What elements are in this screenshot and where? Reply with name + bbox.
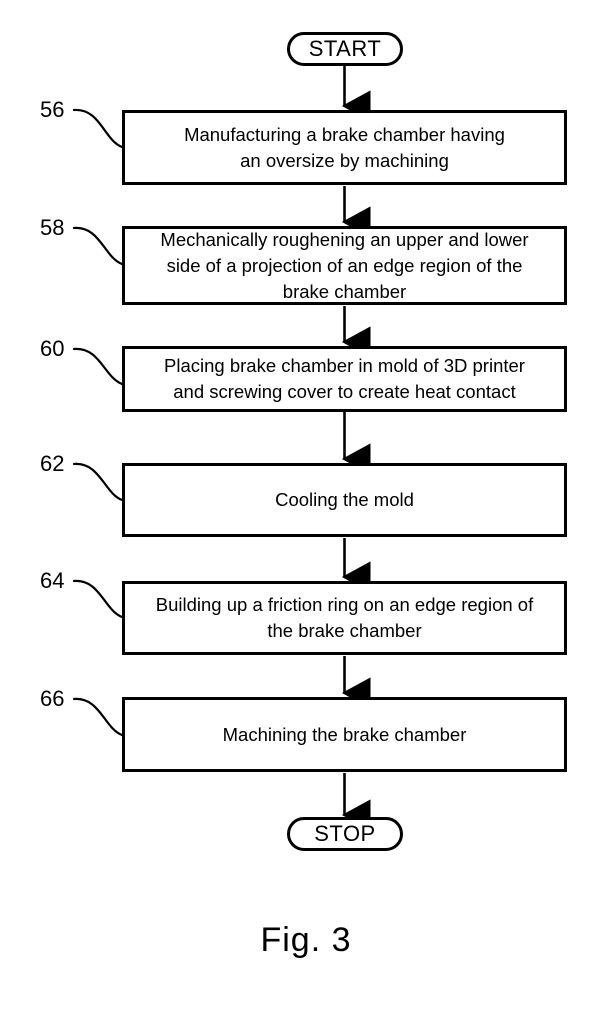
step-box-58[interactable]: Mechanically roughening an upper and low… <box>122 226 567 305</box>
step-label-64: Building up a friction ring on an edge r… <box>155 594 534 641</box>
curved-leader-line-56 <box>72 108 124 149</box>
figure-caption-text: Fig. 3 <box>260 921 352 959</box>
step-label-66: Machining the brake chamber <box>222 723 467 745</box>
stop-terminal-label: STOP <box>314 821 376 846</box>
curved-leader-line-60 <box>72 347 124 386</box>
step-box-60[interactable]: Placing brake chamber in mold of 3D prin… <box>122 346 567 412</box>
ref-numeral-56-text: 56 <box>40 97 65 122</box>
curved-leader-line-64 <box>72 579 124 619</box>
ref-numeral-62: 62 <box>40 453 64 475</box>
step-box-66[interactable]: Machining the brake chamber <box>122 697 567 772</box>
ref-numeral-64-text: 64 <box>40 568 65 593</box>
leader-line-group <box>72 108 124 737</box>
ref-numeral-62-text: 62 <box>40 451 65 476</box>
ref-numeral-60: 60 <box>40 338 64 360</box>
ref-numeral-58: 58 <box>40 217 64 239</box>
ref-numeral-58-text: 58 <box>40 215 65 240</box>
ref-numeral-60-text: 60 <box>40 336 65 361</box>
ref-numeral-66-text: 66 <box>40 686 65 711</box>
curved-leader-line-58 <box>72 226 124 266</box>
ref-numeral-66: 66 <box>40 688 64 710</box>
step-box-64[interactable]: Building up a friction ring on an edge r… <box>122 581 567 655</box>
start-terminal-label: START <box>308 36 382 61</box>
ref-numeral-64: 64 <box>40 570 64 592</box>
step-box-56[interactable]: Manufacturing a brake chamber having an … <box>122 110 567 185</box>
figure-caption: Fig. 3 <box>0 921 612 960</box>
step-label-60: Placing brake chamber in mold of 3D prin… <box>164 355 525 402</box>
ref-numeral-56: 56 <box>40 99 64 121</box>
step-label-56: Manufacturing a brake chamber having an … <box>184 123 505 171</box>
curved-leader-line-62 <box>72 462 124 502</box>
step-box-62[interactable]: Cooling the mold <box>122 463 567 537</box>
step-label-62: Cooling the mold <box>275 489 414 510</box>
start-terminal[interactable]: START <box>287 32 403 66</box>
step-label-58: Mechanically roughening an upper and low… <box>160 228 529 302</box>
curved-leader-line-66 <box>72 697 124 737</box>
stop-terminal[interactable]: STOP <box>287 817 403 851</box>
